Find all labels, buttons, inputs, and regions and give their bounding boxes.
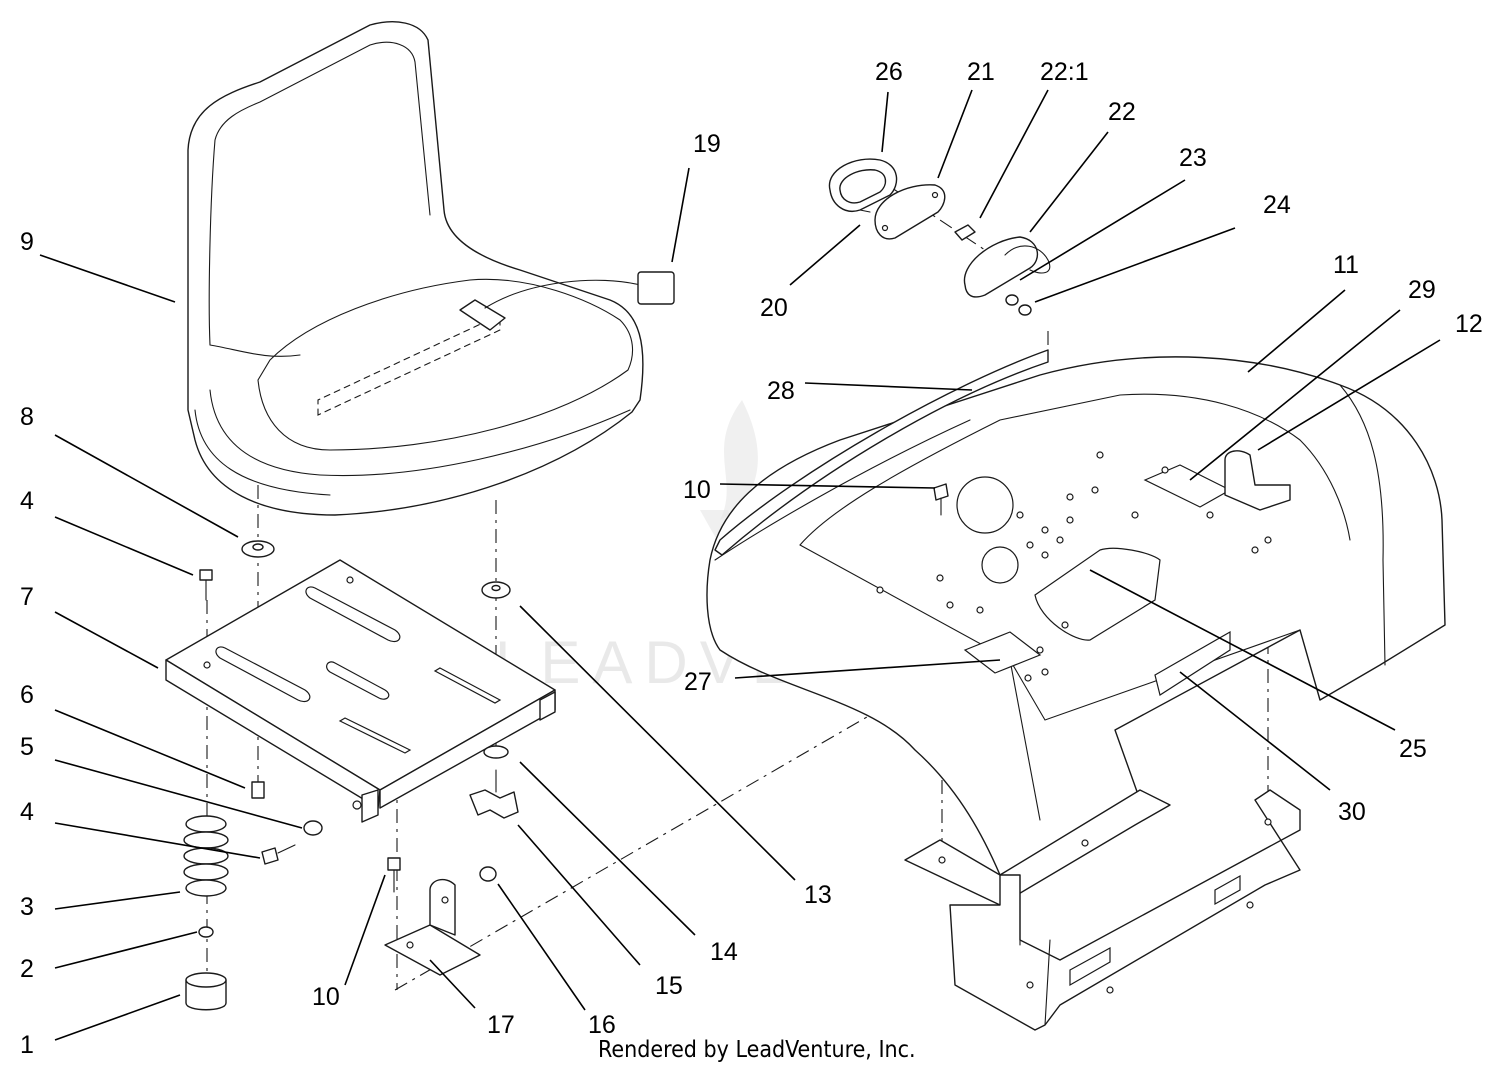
callout-5: 5 — [20, 733, 34, 761]
callout-22-1: 22:1 — [1040, 58, 1089, 86]
callout-13: 13 — [804, 881, 832, 909]
callout-17: 17 — [487, 1011, 515, 1039]
callout-20: 20 — [760, 294, 788, 322]
callout-1: 1 — [20, 1031, 34, 1059]
callout-16: 16 — [588, 1011, 616, 1039]
callout-2: 2 — [20, 955, 34, 983]
seat-hardware — [183, 540, 519, 1011]
seat — [187, 21, 675, 516]
callout-8: 8 — [20, 403, 34, 431]
callout-6: 6 — [20, 681, 34, 709]
callout-29: 29 — [1408, 276, 1436, 304]
callout-28: 28 — [767, 377, 795, 405]
callout-3: 3 — [20, 893, 34, 921]
fender — [706, 349, 1446, 876]
callout-21: 21 — [967, 58, 995, 86]
callout-30: 30 — [1338, 798, 1366, 826]
callout-leaders — [39, 89, 1441, 1041]
light-assembly — [828, 158, 1051, 316]
callout-26: 26 — [875, 58, 903, 86]
callout-15: 15 — [655, 972, 683, 1000]
callout-9: 9 — [20, 228, 34, 256]
callout-4-upper: 4 — [20, 487, 34, 515]
seat-plate — [165, 559, 556, 823]
callout-19: 19 — [693, 130, 721, 158]
callout-25: 25 — [1399, 735, 1427, 763]
frame-bracket — [904, 789, 1301, 1031]
callout-7: 7 — [20, 583, 34, 611]
callout-14: 14 — [710, 938, 738, 966]
callout-12: 12 — [1455, 310, 1483, 338]
callout-22: 22 — [1108, 98, 1136, 126]
callout-4-lower: 4 — [20, 798, 34, 826]
credit-line: Rendered by LeadVenture, Inc. — [598, 1037, 916, 1063]
spring — [183, 815, 229, 897]
callout-24: 24 — [1263, 191, 1291, 219]
callout-10-fender: 10 — [683, 476, 711, 504]
callout-27: 27 — [684, 668, 712, 696]
callout-10-lower: 10 — [312, 983, 340, 1011]
callout-11: 11 — [1333, 251, 1359, 279]
callout-labels: 1 2 3 4 4 5 6 7 8 9 10 10 11 12 13 14 15… — [20, 58, 1483, 1059]
callout-23: 23 — [1179, 144, 1207, 172]
